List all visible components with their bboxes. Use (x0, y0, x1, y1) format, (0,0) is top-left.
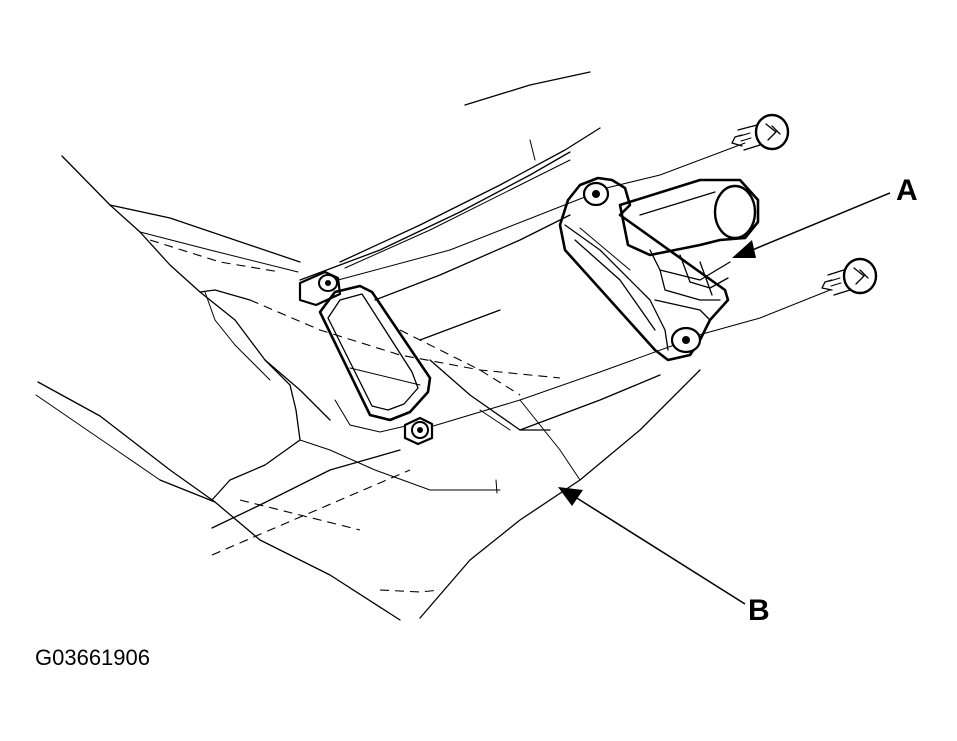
callout-a-leader (732, 192, 891, 258)
light-housing-a (558, 176, 760, 362)
mounting-bracket (298, 270, 342, 307)
lens-gasket (318, 284, 434, 446)
screw-lower-icon (821, 257, 878, 296)
callout-b-leader (558, 487, 746, 605)
callout-a-label: A (896, 174, 918, 207)
body-panel-outline (35, 155, 561, 621)
callout-b-label: B (748, 594, 770, 627)
screw-upper-icon (731, 113, 790, 151)
roof-trim-lines (299, 71, 701, 619)
figure-id: G03661906 (35, 645, 150, 670)
screw-alignment-lines (337, 142, 831, 431)
